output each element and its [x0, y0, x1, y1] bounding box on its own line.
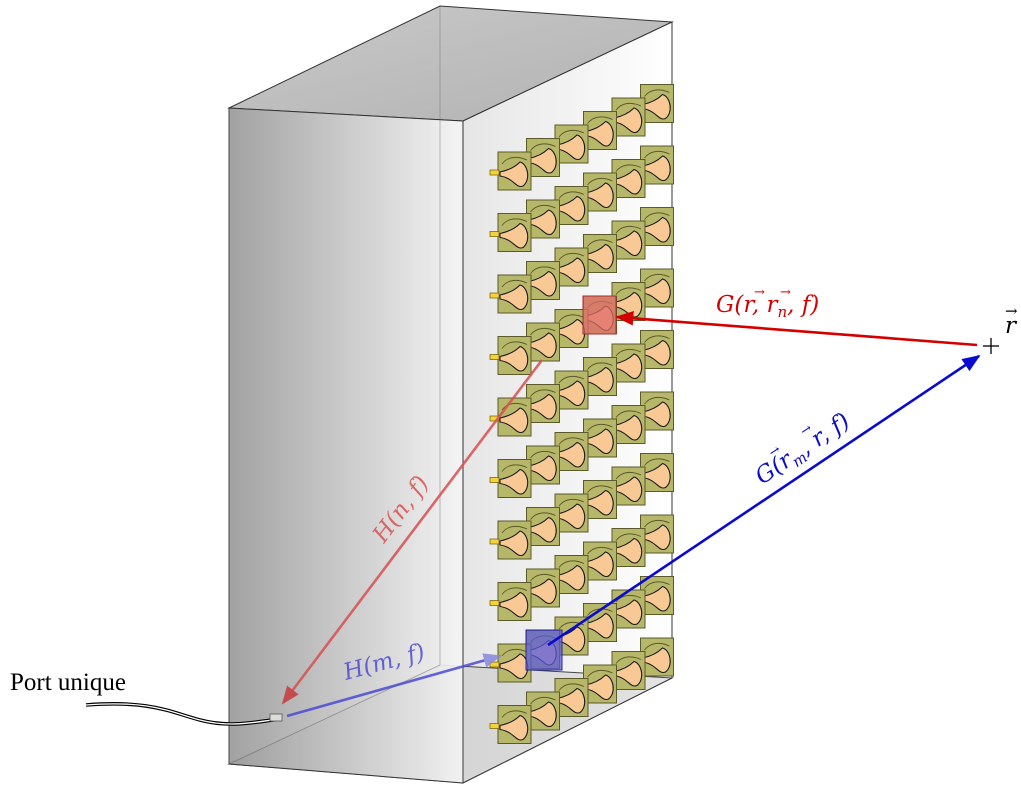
label-g-rm: G(rm, r, f) → →	[751, 408, 855, 490]
antenna-element	[526, 322, 560, 362]
vector-arrow-icon: →	[754, 285, 765, 300]
port-label: Port unique	[10, 669, 126, 696]
antenna-element	[489, 213, 532, 252]
antenna-element	[526, 199, 560, 239]
antenna-element	[489, 397, 532, 437]
antenna-element	[554, 247, 589, 287]
antenna-element	[526, 138, 560, 177]
antenna-element	[583, 172, 617, 212]
antenna-element	[583, 480, 617, 519]
target-point-r: r	[1005, 313, 1018, 339]
antenna-element	[640, 268, 674, 308]
antenna-element	[640, 514, 674, 554]
antenna-array	[489, 84, 674, 744]
path-g-rm	[547, 354, 981, 647]
antenna-element	[489, 582, 532, 621]
antenna-element	[554, 186, 589, 225]
antenna-element	[640, 207, 674, 246]
antenna-element	[611, 159, 646, 198]
antenna-element	[554, 370, 589, 410]
antenna-element	[611, 589, 646, 629]
antenna-element	[554, 555, 589, 594]
antenna-element	[640, 84, 674, 123]
vector-arrow-icon: →	[1005, 302, 1018, 320]
antenna-element	[489, 151, 532, 191]
antenna-element	[489, 274, 532, 314]
antenna-element	[526, 507, 560, 546]
antenna-element	[611, 528, 646, 567]
antenna-element	[583, 357, 617, 396]
antenna-element	[640, 637, 674, 677]
antenna-element	[611, 466, 646, 506]
vector-arrow-icon: →	[780, 285, 791, 300]
antenna-element	[489, 336, 532, 375]
highlighted-element-m	[525, 629, 563, 671]
antenna-element	[583, 541, 617, 581]
antenna-element	[583, 664, 617, 704]
antenna-element	[611, 405, 646, 444]
antenna-element	[611, 651, 646, 690]
target-point: + r →	[983, 302, 1018, 354]
antenna-element	[526, 384, 560, 423]
port-connector	[269, 713, 283, 722]
antenna-element	[583, 234, 617, 273]
cavity-left-face	[228, 107, 464, 784]
antenna-element	[554, 678, 589, 717]
antenna-element	[611, 220, 646, 260]
antenna-element	[640, 391, 674, 431]
antenna-element	[489, 459, 532, 498]
port-cable	[85, 702, 283, 726]
antenna-element	[554, 124, 589, 164]
antenna-element	[489, 705, 532, 744]
antenna-element	[611, 343, 646, 383]
antenna-element	[526, 691, 560, 731]
label-g-rn: G(r, rn, f)	[716, 292, 819, 321]
antenna-element	[583, 418, 617, 458]
antenna-element	[640, 330, 674, 369]
antenna-element	[526, 568, 560, 608]
antenna-element	[640, 576, 674, 615]
antenna-element	[489, 520, 532, 560]
antenna-element	[554, 432, 589, 471]
antenna-element	[583, 111, 617, 150]
path-g-rn	[615, 311, 978, 347]
antenna-element	[640, 453, 674, 492]
path-h-n	[281, 359, 544, 705]
antenna-element	[526, 261, 560, 300]
path-h-m	[286, 653, 502, 718]
highlighted-element-n	[582, 295, 617, 335]
